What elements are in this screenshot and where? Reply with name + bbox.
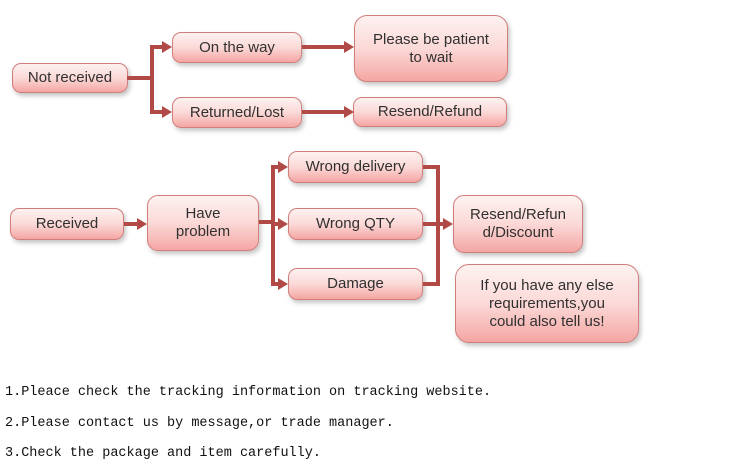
arrowhead-to-damage <box>278 278 288 290</box>
connector-to-wrong-qty <box>273 222 279 226</box>
arrowhead-to-wrong-qty <box>278 218 288 230</box>
node-damage: Damage <box>288 268 423 300</box>
node-have-problem: Have problem <box>147 195 259 251</box>
connector-not-received-stub <box>127 76 154 80</box>
connector-to-on-the-way <box>150 45 164 49</box>
connector-to-resend-refund <box>302 110 346 114</box>
connector-received-to-have-problem <box>124 222 139 226</box>
node-resend-refund: Resend/Refund <box>353 97 507 127</box>
connector-to-resend-refund-discount <box>423 222 444 226</box>
connector-to-returned-lost <box>150 110 164 114</box>
connector-to-please-be-patient <box>302 45 346 49</box>
node-not-received: Not received <box>12 63 128 93</box>
node-any-else-requirements: If you have any else requirements,you co… <box>455 264 639 343</box>
instruction-line-2: 2.Please contact us by message,or trade … <box>5 416 394 431</box>
arrowhead-to-please-be-patient <box>344 41 354 53</box>
connector-to-wrong-delivery <box>273 165 279 169</box>
node-wrong-delivery: Wrong delivery <box>288 151 423 183</box>
node-returned-lost: Returned/Lost <box>172 97 302 128</box>
node-please-be-patient: Please be patient to wait <box>354 15 508 82</box>
arrowhead-to-on-the-way <box>162 41 172 53</box>
connector-damage-merge <box>423 282 439 286</box>
node-wrong-qty: Wrong QTY <box>288 208 423 240</box>
node-on-the-way: On the way <box>172 32 302 63</box>
arrowhead-to-resend-refund <box>344 106 354 118</box>
connector-have-problem-stub <box>259 220 274 224</box>
node-received: Received <box>10 208 124 240</box>
arrowhead-to-returned-lost <box>162 106 172 118</box>
instruction-line-3: 3.Check the package and item carefully. <box>5 446 321 461</box>
arrowhead-to-resend-refund-discount <box>443 218 453 230</box>
instruction-line-1: 1.Pleace check the tracking information … <box>5 385 492 400</box>
connector-not-received-branch <box>150 45 154 114</box>
connector-wrong-delivery-merge <box>423 165 439 169</box>
arrowhead-to-wrong-delivery <box>278 161 288 173</box>
connector-to-damage <box>273 282 279 286</box>
node-resend-refund-discount: Resend/Refun d/Discount <box>453 195 583 253</box>
arrowhead-to-have-problem <box>137 218 147 230</box>
